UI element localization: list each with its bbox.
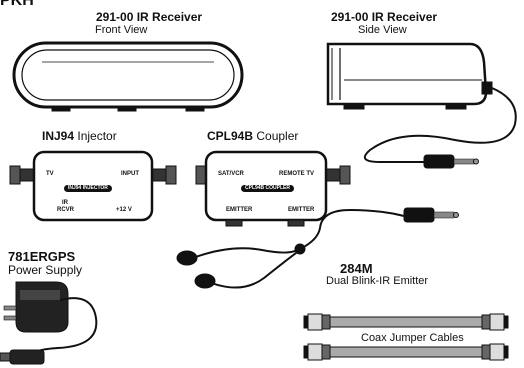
- power-supply-drawing: [0, 281, 98, 365]
- coupler-badge: CPL94B COUPLER: [241, 185, 295, 192]
- injector-name: Injector: [77, 129, 117, 143]
- receiver-side-subtitle: Side View: [358, 24, 407, 36]
- emitter-drawing: [176, 207, 459, 289]
- injector-port-input: INPUT: [121, 171, 139, 177]
- injector-badge: INJ94 INJECTOR: [64, 185, 112, 192]
- receiver-side-drawing: [326, 42, 517, 169]
- emitter-subtitle: Dual Blink-IR Emitter: [326, 275, 429, 287]
- injector-port-tv: TV: [46, 171, 54, 177]
- receiver-side-title: 291-00 IR Receiver: [331, 10, 438, 24]
- power-supply-title: 781ERGPS: [8, 249, 76, 264]
- receiver-front-subtitle: Front View: [95, 24, 148, 36]
- power-supply-subtitle: Power Supply: [8, 263, 83, 277]
- injector-model: INJ94: [42, 129, 75, 143]
- injector-port-rcvr: RCVR: [57, 207, 75, 213]
- coupler-name: Coupler: [256, 129, 299, 143]
- receiver-front-title: 291-00 IR Receiver: [96, 10, 203, 24]
- receiver-front-drawing: [12, 41, 244, 112]
- coupler-port-emitter-1: EMITTER: [226, 207, 253, 213]
- injector-port-power: +12 V: [116, 207, 132, 213]
- coupler-title: CPL94B Coupler: [207, 130, 298, 142]
- coupler-port-emitter-2: EMITTER: [288, 207, 315, 213]
- coax-label: Coax Jumper Cables: [360, 332, 465, 344]
- injector-port-ir: IR: [62, 200, 68, 206]
- coupler-port-sat: SAT/VCR: [218, 171, 244, 177]
- emitter-title: 284M: [340, 261, 373, 276]
- injector-title: INJ94 Injector: [42, 130, 117, 142]
- header-fragment: PKH: [0, 0, 34, 9]
- coupler-model: CPL94B: [207, 129, 254, 143]
- coax-cables-drawing: [303, 313, 509, 361]
- coupler-port-remote: REMOTE TV: [279, 171, 315, 177]
